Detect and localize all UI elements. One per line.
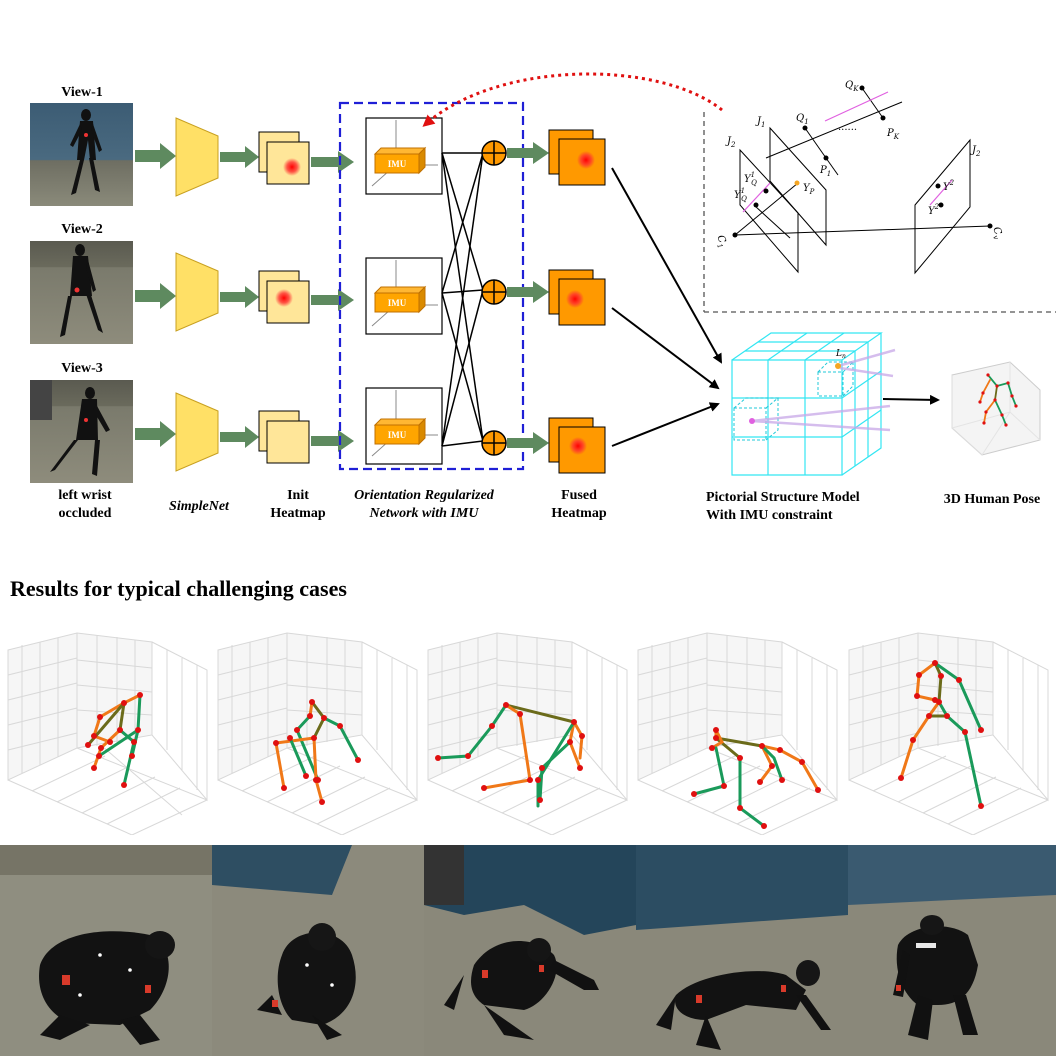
occluded-line-2: occluded bbox=[58, 506, 112, 521]
view-1-photo bbox=[30, 103, 133, 206]
view-2-label: View-2 bbox=[61, 222, 103, 237]
svg-text:QK: QK bbox=[845, 80, 859, 93]
occluded-label: left wrist occluded bbox=[30, 487, 140, 523]
orn-line-2: Network with IMU bbox=[369, 506, 479, 521]
result-photo-4 bbox=[636, 845, 848, 1056]
psm-point-orange bbox=[835, 363, 841, 369]
svg-text:PK: PK bbox=[886, 128, 900, 141]
result-plot-1 bbox=[7, 632, 208, 835]
svg-text:Y2: Y2 bbox=[943, 179, 955, 193]
fusion-connections bbox=[441, 152, 484, 447]
svg-text:Q1: Q1 bbox=[796, 113, 809, 126]
svg-text:C1: C1 bbox=[713, 234, 729, 250]
result-photo-5 bbox=[848, 845, 1056, 1056]
result-plot-4 bbox=[637, 632, 838, 835]
psm-ln-label: Ln bbox=[835, 349, 846, 360]
epipolar-geometry bbox=[734, 87, 991, 275]
orn-dashed-box bbox=[338, 101, 525, 471]
svg-text:......: ...... bbox=[838, 122, 857, 133]
result-plot-3 bbox=[427, 632, 628, 835]
psm-point-magenta bbox=[749, 418, 755, 424]
fused-line-2: Heatmap bbox=[551, 506, 607, 521]
view-3-photo bbox=[30, 380, 133, 483]
psm-cube bbox=[731, 332, 883, 476]
init-line-2: Heatmap bbox=[270, 506, 326, 521]
svg-text:J2: J2 bbox=[725, 136, 736, 149]
svg-text:J2: J2 bbox=[970, 145, 981, 158]
arrows-simplenet-to-heatmap bbox=[220, 146, 259, 448]
svg-text:J1: J1 bbox=[755, 116, 765, 129]
svg-text:IMU: IMU bbox=[388, 298, 407, 308]
svg-text:Y1Q: Y1Q bbox=[734, 187, 747, 203]
view-3-label: View-3 bbox=[61, 361, 103, 376]
svg-text:IMU: IMU bbox=[388, 430, 407, 440]
epipolar-magenta bbox=[742, 91, 953, 213]
result-photo-2 bbox=[212, 845, 424, 1056]
init-heatmap-label: Init Heatmap bbox=[250, 487, 346, 523]
arrows-to-fused bbox=[507, 142, 549, 454]
init-heatmaps bbox=[258, 131, 310, 464]
svg-text:IMU: IMU bbox=[388, 159, 407, 169]
geometry-frame bbox=[703, 112, 1056, 313]
pipeline-diagram: IMU IMU IMU bbox=[30, 72, 1056, 483]
feedback-arrow bbox=[422, 72, 723, 127]
psm-line-2: With IMU constraint bbox=[706, 508, 833, 523]
orn-label: Orientation Regularized Network with IMU bbox=[328, 487, 520, 523]
arrows-to-psm bbox=[611, 167, 940, 447]
geometry-points bbox=[732, 85, 993, 238]
result-photo-1 bbox=[0, 845, 212, 1056]
pose3d-label: 3D Human Pose bbox=[943, 492, 1041, 507]
sum-nodes bbox=[481, 140, 507, 456]
results-title: Results for typical challenging cases bbox=[10, 576, 347, 601]
occluded-line-1: left wrist bbox=[58, 488, 112, 503]
result-photo-3 bbox=[424, 845, 636, 1056]
svg-text:Cv: Cv bbox=[988, 225, 1004, 240]
init-line-1: Init bbox=[287, 488, 309, 503]
fused-line-1: Fused bbox=[561, 488, 597, 503]
svg-text:YP: YP bbox=[803, 183, 815, 196]
simplenet-blocks bbox=[175, 117, 219, 472]
imu-text: IMU IMU IMU bbox=[388, 159, 407, 440]
arrows-view-to-simplenet bbox=[135, 143, 176, 447]
svg-text:Y1Q: Y1Q bbox=[744, 171, 757, 187]
fused-heatmaps bbox=[548, 129, 606, 474]
view-2-photo bbox=[30, 241, 133, 344]
svg-text:Y2: Y2 bbox=[928, 203, 940, 217]
psm-highlight bbox=[733, 361, 855, 441]
imu-boxes bbox=[365, 117, 443, 465]
orn-line-1: Orientation Regularized bbox=[354, 488, 494, 503]
psm-rays bbox=[751, 348, 896, 432]
view-1-label: View-1 bbox=[61, 85, 103, 100]
pose-thumbnail bbox=[951, 361, 1041, 456]
result-plot-5 bbox=[848, 632, 1049, 835]
psm-label: Pictorial Structure Model With IMU const… bbox=[706, 489, 902, 525]
svg-text:P1: P1 bbox=[819, 165, 831, 178]
psm-line-1: Pictorial Structure Model bbox=[706, 490, 860, 505]
fused-heatmap-label: Fused Heatmap bbox=[536, 487, 622, 523]
simplenet-label: SimpleNet bbox=[169, 499, 229, 514]
result-plot-2 bbox=[217, 632, 418, 835]
arrows-heatmap-to-orn bbox=[311, 151, 354, 452]
